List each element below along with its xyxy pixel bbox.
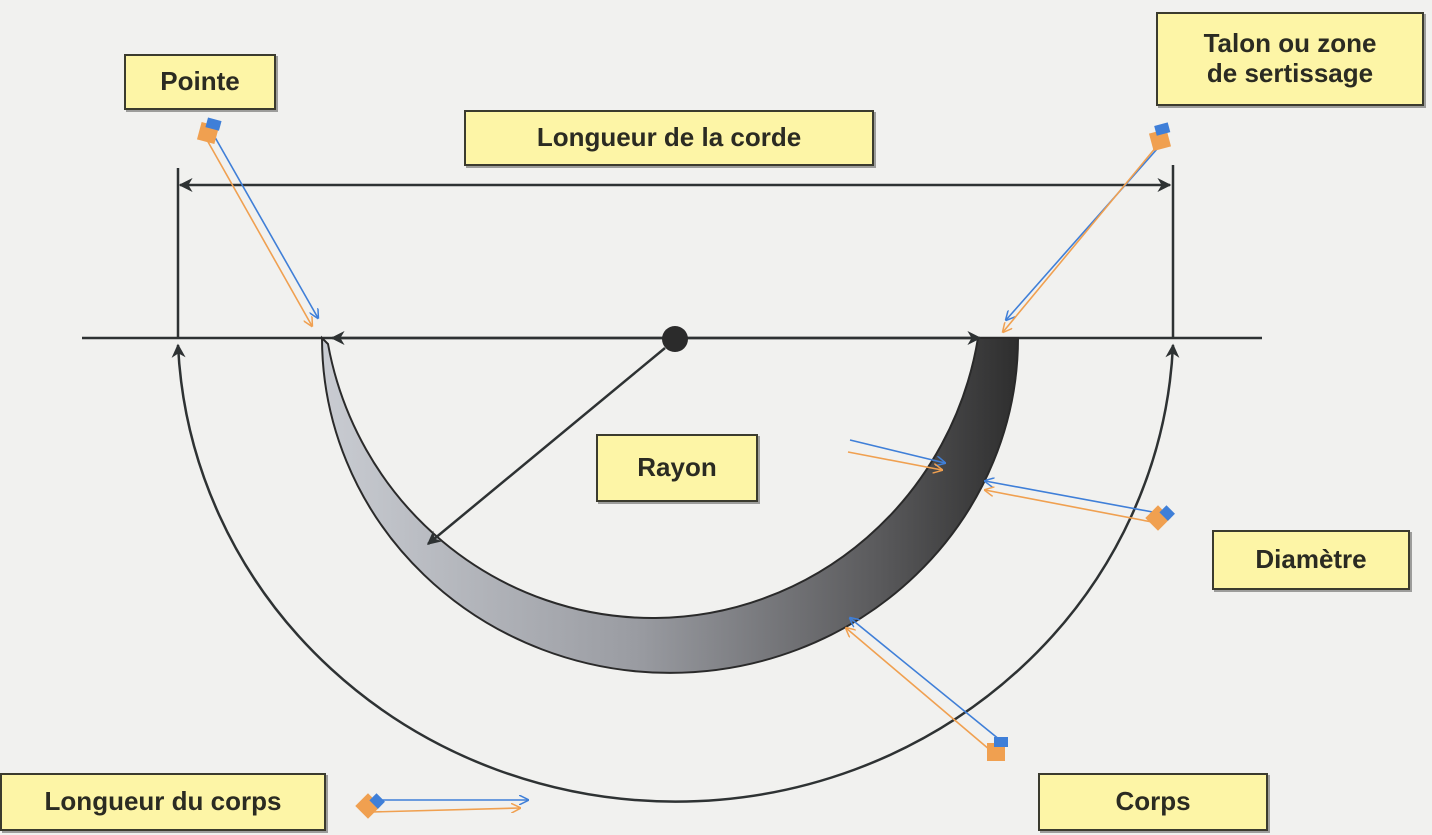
- label-rayon: Rayon: [596, 434, 758, 502]
- label-pointe: Pointe: [124, 54, 276, 110]
- pointer-cube-icon: [196, 117, 222, 145]
- body-length-arc: [171, 343, 1180, 803]
- label-corps: Corps: [1038, 773, 1268, 831]
- center-point: [662, 326, 688, 352]
- pointer-cube-icon: [987, 737, 1008, 761]
- pointer-body-length: [371, 800, 528, 812]
- label-longueur-corps: Longueur du corps: [0, 773, 326, 831]
- radius-arrow: [426, 347, 666, 545]
- pointer-heel: [1003, 139, 1166, 332]
- pointer-body: [846, 618, 1001, 751]
- pointer-point: [206, 131, 318, 326]
- label-diametre: Diamètre: [1212, 530, 1410, 590]
- pointer-cube-icon: [1145, 505, 1175, 531]
- label-longueur-corde: Longueur de la corde: [464, 110, 874, 166]
- pointer-cube-icon: [1148, 122, 1172, 152]
- label-talon: Talon ou zone de sertissage: [1156, 12, 1424, 106]
- pointer-diameter: [847, 439, 1159, 523]
- needle-body: [320, 335, 1020, 674]
- pointer-cube-icon: [355, 793, 385, 819]
